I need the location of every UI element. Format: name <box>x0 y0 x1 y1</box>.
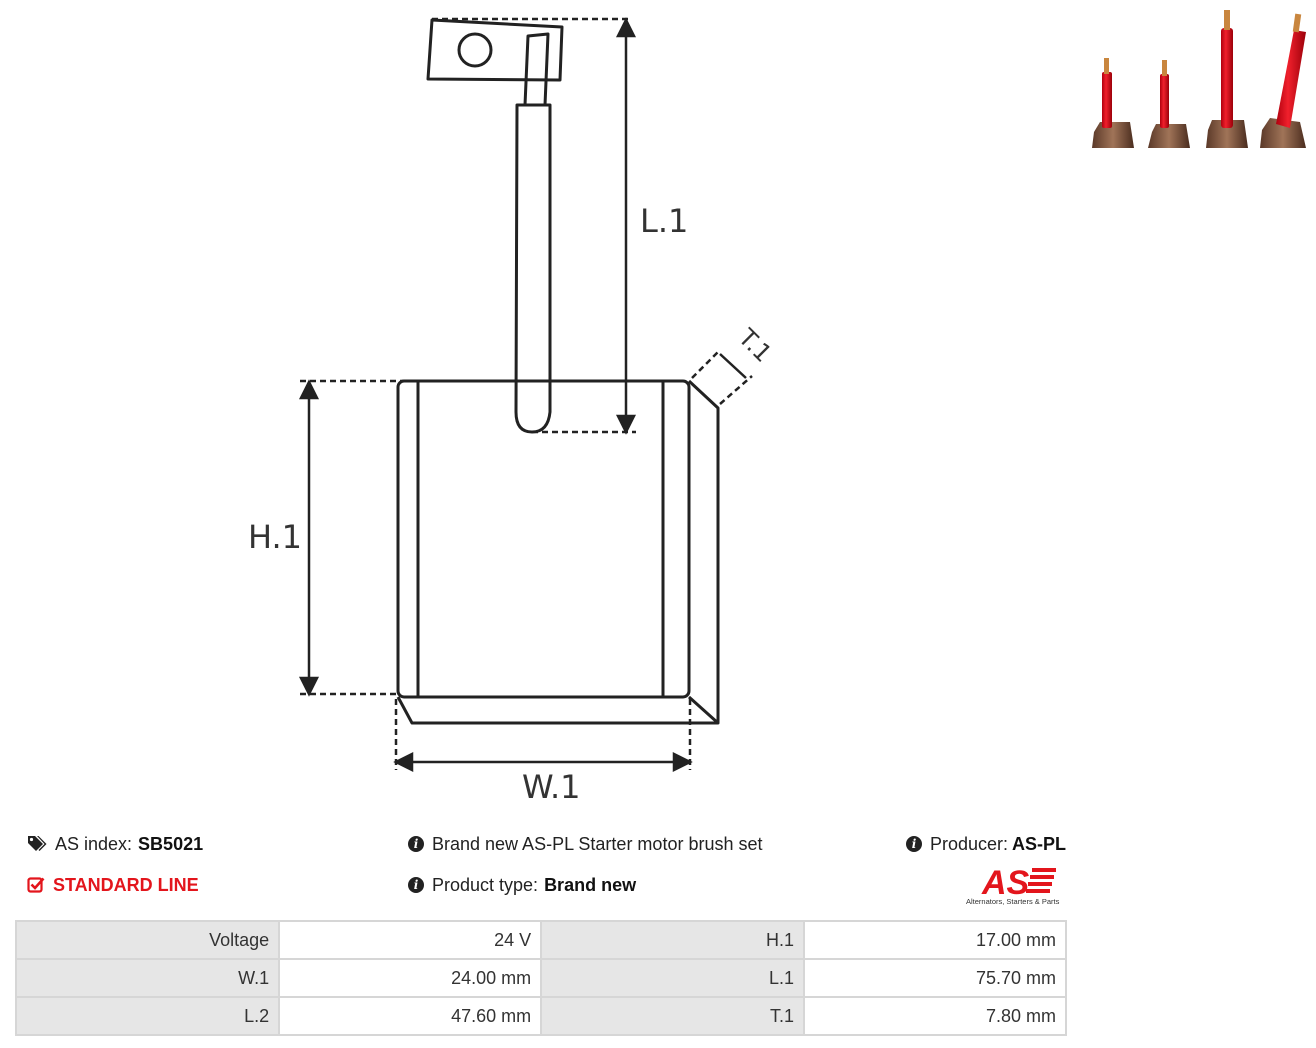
label-t1: T.1 <box>732 323 777 368</box>
product-line-text: STANDARD LINE <box>53 875 199 895</box>
as-logo-mark: AS <box>981 864 1030 902</box>
label-w1: W.1 <box>522 768 581 806</box>
spec-value: 17.00 mm <box>802 920 1068 960</box>
brush-photo-4 <box>1260 13 1306 148</box>
tags-icon <box>28 836 47 851</box>
as-logo: AS Alternators, Starters & Parts <box>966 864 1060 906</box>
spec-key: H.1 <box>540 920 805 960</box>
spec-key: W.1 <box>14 958 281 998</box>
as-index-value: SB5021 <box>138 834 204 854</box>
spec-value: 24 V <box>278 920 543 960</box>
producer: i Producer: AS-PL <box>906 833 1066 855</box>
product-photo <box>1092 10 1306 148</box>
table-row: Voltage 24 V H.1 17.00 mm <box>14 920 1068 960</box>
spec-value: 47.60 mm <box>278 996 543 1036</box>
producer-value: AS-PL <box>1012 834 1067 854</box>
spec-key: Voltage <box>14 920 281 960</box>
info-circle-icon: i <box>408 836 424 852</box>
table-row: W.1 24.00 mm L.1 75.70 mm <box>14 958 1068 998</box>
as-index: AS index: SB5021 <box>27 833 203 855</box>
info-circle-icon: i <box>408 877 424 893</box>
label-h1: H.1 <box>248 518 302 556</box>
product-type-value: Brand new <box>544 875 637 895</box>
check-square-icon <box>27 877 45 893</box>
description-text: Brand new AS-PL Starter motor brush set <box>432 834 763 854</box>
brush-photo-3 <box>1206 10 1248 148</box>
terminal-lug <box>426 18 564 82</box>
label-l1: L.1 <box>640 202 688 240</box>
spec-value: 24.00 mm <box>278 958 543 998</box>
product-type-label: Product type: <box>432 875 539 895</box>
brush-photo-2 <box>1148 60 1190 148</box>
brush-diagram: L.1 H.1 W.1 T.1 <box>248 17 777 806</box>
as-logo-tagline: Alternators, Starters & Parts <box>966 897 1060 906</box>
spec-key: T.1 <box>540 996 805 1036</box>
product-type: i Product type: Brand new <box>408 874 636 896</box>
shunt-wire <box>514 103 552 434</box>
brush-photo-1 <box>1092 58 1134 148</box>
spec-value: 75.70 mm <box>802 958 1068 998</box>
spec-key: L.1 <box>540 958 805 998</box>
specs-table: Voltage 24 V H.1 17.00 mm W.1 24.00 mm L… <box>14 920 1068 1036</box>
product-description: i Brand new AS-PL Starter motor brush se… <box>408 833 763 855</box>
terminal-hole <box>457 32 493 68</box>
brush-block <box>396 379 691 699</box>
producer-label: Producer: <box>930 834 1009 854</box>
spec-value: 7.80 mm <box>802 996 1068 1036</box>
product-line: STANDARD LINE <box>27 874 199 896</box>
table-row: L.2 47.60 mm T.1 7.80 mm <box>14 996 1068 1036</box>
info-circle-icon: i <box>906 836 922 852</box>
spec-key: L.2 <box>14 996 281 1036</box>
as-index-label: AS index: <box>55 834 133 854</box>
